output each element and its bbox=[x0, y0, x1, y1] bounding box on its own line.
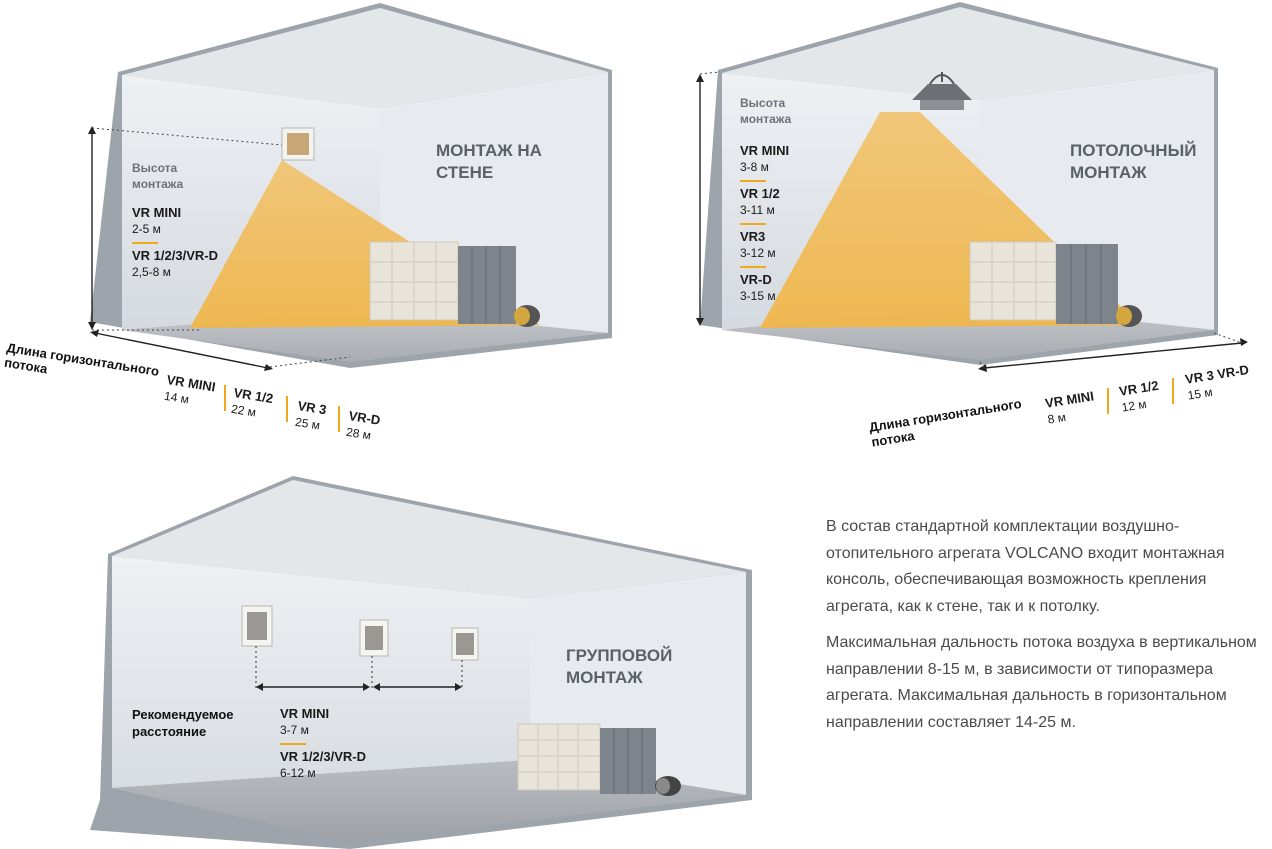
description-paragraph: В состав стандартной комплектации воздуш… bbox=[826, 518, 1225, 615]
separator-line bbox=[1107, 388, 1109, 414]
ceiling-mount-title: ПОТОЛОЧНЫЙ МОНТАЖ bbox=[1070, 141, 1197, 182]
separator-line bbox=[740, 223, 766, 225]
group-mount-title: ГРУППОВОЙ МОНТАЖ bbox=[566, 646, 673, 687]
ceiling-mount-flow-spec-2: VR 1/2 12 м bbox=[1118, 377, 1160, 415]
wall-mount-room-illustration bbox=[88, 3, 612, 371]
wall-mount-flow-spec-3: VR 3 25 м bbox=[294, 398, 328, 433]
group-mount-distance-specs: VR MINI 3-7 м VR 1/2/3/VR-D 6-12 м bbox=[280, 706, 366, 780]
separator-line bbox=[224, 385, 226, 411]
separator-line bbox=[338, 406, 340, 432]
separator-line bbox=[1172, 378, 1174, 404]
ceiling-mount-height-label: Высота монтажа bbox=[740, 96, 792, 126]
wall-mount-height-label: Высота монтажа bbox=[132, 161, 184, 191]
description-paragraph: Максимальная дальность потока воздуха в … bbox=[826, 634, 1257, 731]
spec-name: VR MINI bbox=[132, 205, 182, 220]
wall-mount-height-specs: VR MINI 2-5 м VR 1/2/3/VR-D 2,5-8 м bbox=[132, 205, 218, 280]
spec-name: VR 1/2/3/VR-D bbox=[132, 248, 218, 263]
separator-line bbox=[740, 180, 766, 182]
description-text: В состав стандартной комплектации воздуш… bbox=[826, 514, 1266, 746]
group-mount-room-illustration bbox=[90, 476, 752, 849]
group-mount-distance-label: Рекомендуемое расстояние bbox=[132, 707, 234, 739]
wall-mount-title: МОНТАЖ НА СТЕНЕ bbox=[436, 141, 542, 182]
wall-mount-flow-spec-2: VR 1/2 22 м bbox=[230, 385, 275, 420]
spec-value: 2,5-8 м bbox=[132, 265, 171, 279]
ceiling-mount-height-specs: VR MINI 3-8 м VR 1/2 3-11 м VR3 3-12 м V… bbox=[740, 143, 790, 303]
separator-line bbox=[132, 242, 158, 244]
separator-line bbox=[740, 266, 766, 268]
spec-value: 2-5 м bbox=[132, 222, 161, 236]
separator-line bbox=[280, 743, 306, 745]
separator-line bbox=[286, 396, 288, 422]
ceiling-mount-room-illustration bbox=[696, 2, 1248, 372]
wall-mount-flow-spec-4: VR-D 28 м bbox=[345, 408, 382, 443]
